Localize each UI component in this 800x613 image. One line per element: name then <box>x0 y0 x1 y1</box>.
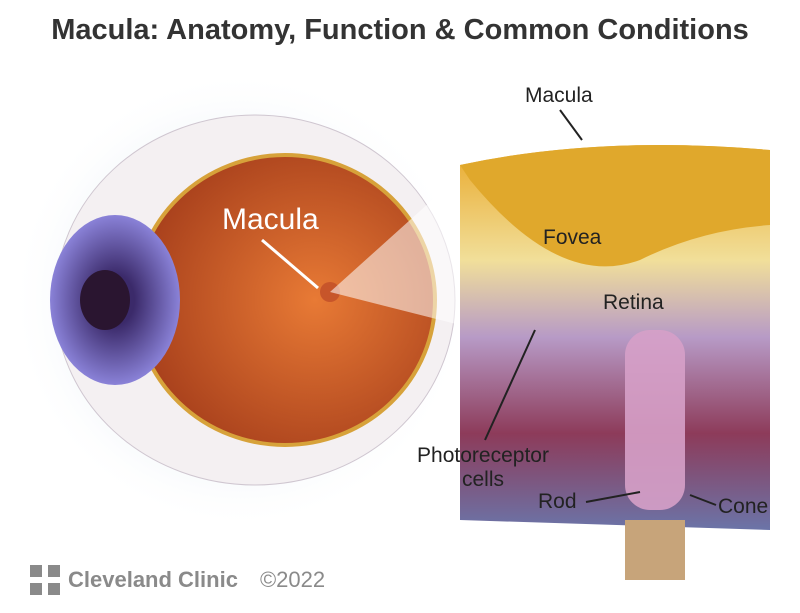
label-retina: Retina <box>603 291 664 314</box>
label-fovea: Fovea <box>543 226 602 249</box>
label-photoreceptor-cells: Photoreceptor cells <box>417 444 549 491</box>
page-title: Macula: Anatomy, Function & Common Condi… <box>51 14 749 46</box>
label-macula-eye: Macula <box>222 203 319 236</box>
label-cone: Cone <box>718 495 769 518</box>
brand-name: Cleveland Clinic <box>68 567 238 592</box>
copyright: ©2022 <box>259 567 326 592</box>
footer: Cleveland Clinic ©2022 <box>30 565 325 595</box>
cleveland-clinic-logo-icon <box>30 565 60 595</box>
label-macula-top: Macula <box>525 84 593 107</box>
label-rod: Rod <box>538 490 577 513</box>
